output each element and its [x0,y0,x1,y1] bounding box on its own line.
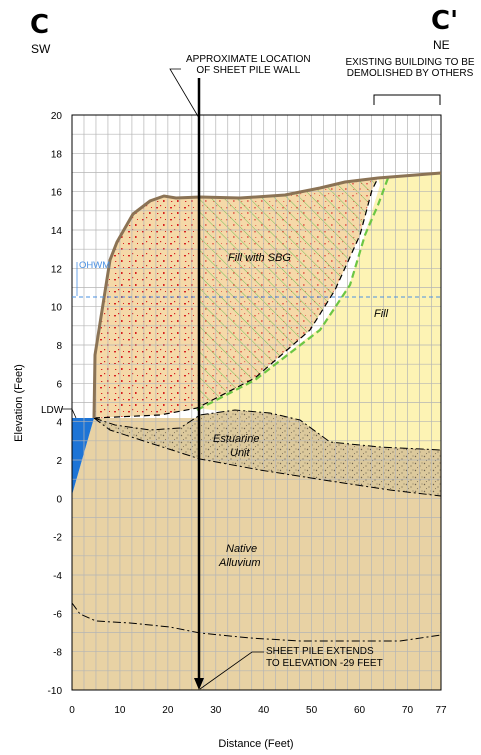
fill-with-sbg-label: Fill with SBG [228,252,291,264]
y-tick-label: 16 [51,188,63,199]
y-tick-label: -8 [53,648,62,659]
existing-building-note: EXISTING BUILDING TO BE DEMOLISHED BY OT… [337,57,481,79]
fill-label: Fill [374,308,389,320]
x-tick-label: 50 [306,705,318,716]
section-end-direction: NE [433,38,450,52]
y-tick-label: 18 [51,149,63,160]
y-tick-label: -10 [48,686,63,697]
section-start-direction: SW [31,42,51,56]
fill-unit [197,173,441,450]
existing-building-line-1: EXISTING BUILDING TO BE [345,57,475,68]
estuarine-label-line-2: Unit [230,447,251,459]
x-tick-label: 30 [210,705,222,716]
x-axis-title: Distance (Feet) [218,738,293,750]
y-tick-label: 4 [56,418,62,429]
alluvium-label-line-1: Native [226,543,257,555]
x-tick-label: 60 [354,705,366,716]
y-axis-title: Elevation (Feet) [13,364,25,442]
existing-building-line-2: DEMOLISHED BY OTHERS [346,68,474,79]
y-tick-label: -4 [53,571,62,582]
estuarine-base-line [93,417,442,497]
y-tick-label: -6 [53,609,62,620]
x-tick-label: 20 [162,705,174,716]
x-tick-label: 70 [402,705,414,716]
y-tick-label: 6 [56,379,62,390]
section-end-label: C' [431,6,459,36]
sheet-pile-location-line-2: OF SHEET PILE WALL [196,65,301,76]
x-tick-label: 0 [69,705,75,716]
y-tick-label: -2 [53,533,62,544]
y-tick-label: 8 [56,341,62,352]
sheet-pile-location-note: APPROXIMATE LOCATION OF SHEET PILE WALL [186,54,311,76]
grid [71,114,441,691]
y-tick-label: 20 [51,111,63,122]
ground-surface-line [92,171,442,419]
sheet-pile-location-leader [169,68,200,119]
y-tick-label: 12 [51,264,63,275]
x-tick-label: 40 [258,705,270,716]
section-start-label: C [30,10,50,40]
alluvium-base-line [71,602,442,642]
estuarine-dots [94,410,441,496]
ohwm-label: OHWM [79,260,110,271]
sheet-pile-location-line-1: APPROXIMATE LOCATION [186,54,311,65]
ldw-label: LDW [41,405,64,416]
y-tick-label: 0 [56,494,62,505]
sheet-pile-extends-leader [199,651,264,690]
sheet-pile-extends-line-2: TO ELEVATION -29 FEET [266,658,383,669]
alluvium-label-line-2: Alluvium [218,557,261,569]
y-tick-label: 10 [51,303,63,314]
x-tick-label: 10 [114,705,126,716]
x-axis-tick-labels: 0 10 20 30 40 50 60 70 77 [69,705,447,716]
sbg-base-line [93,177,379,419]
y-tick-label: 14 [51,226,63,237]
x-tick-label: 77 [435,705,447,716]
plot-frame [71,114,442,691]
y-tick-label: 2 [56,456,62,467]
water-body [72,418,94,495]
alluvium-unit [72,418,441,690]
estuarine-top-line [93,409,442,451]
sbg-green-boundary [196,177,390,411]
building-bracket [373,94,441,105]
sheet-pile-arrowhead [194,678,204,690]
estuarine-label-line-1: Estuarine [213,433,259,445]
ldw-leader [61,408,77,419]
sheet-pile-extends-line-1: SHEET PILE EXTENDS [266,646,374,657]
